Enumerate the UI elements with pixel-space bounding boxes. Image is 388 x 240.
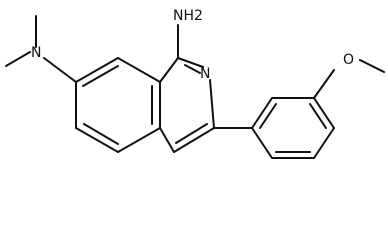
bond [173,127,215,153]
bond [313,97,335,129]
bond [209,79,215,129]
bonds [5,15,385,159]
bond [43,57,77,83]
atom-labels: NH2 N N O [31,8,354,82]
bond [83,123,119,145]
bond [259,103,277,129]
bond [251,127,273,159]
bond [251,97,273,129]
bond [313,127,335,159]
bond [359,59,385,73]
bond [82,65,119,87]
amine-label: NH2 [173,8,203,24]
bond [5,51,31,67]
structure-diagram: NH2 N N O [5,8,385,159]
bond [313,69,335,99]
bond [117,57,161,83]
bond [177,57,204,68]
bond [309,103,327,129]
bond [159,127,175,153]
bond [75,57,119,83]
bond [159,57,179,83]
dimethylamino-nitrogen-label: N [31,45,41,61]
bond [117,127,161,153]
bond [184,64,201,74]
ring-nitrogen-label: N [200,66,210,82]
bond [75,127,119,153]
bond [175,123,208,144]
methoxy-oxygen-label: O [343,52,354,68]
